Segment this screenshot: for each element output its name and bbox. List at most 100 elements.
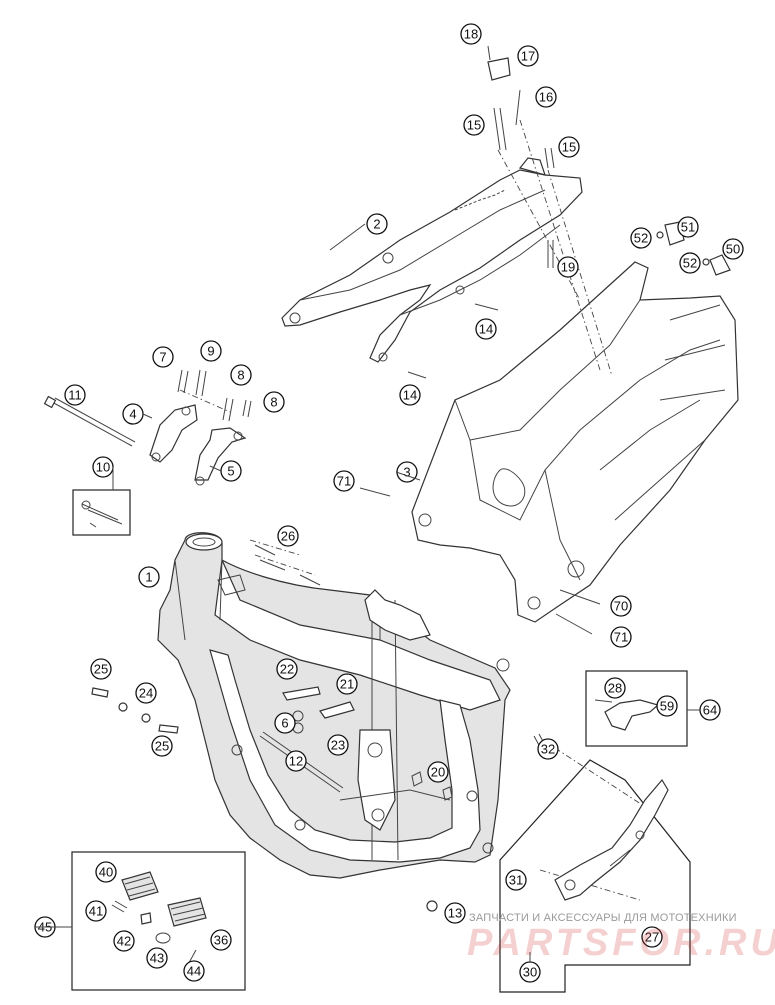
- callout-14-upper: 14: [475, 318, 497, 340]
- callout-number: 10: [96, 460, 110, 475]
- callout-22: 22: [276, 658, 298, 680]
- callout-19: 19: [557, 256, 579, 278]
- callout-number: 22: [280, 662, 294, 677]
- callout-14-lower: 14: [399, 384, 421, 406]
- callout-number: 21: [340, 677, 354, 692]
- group-box-64: [585, 670, 688, 747]
- callout-number: 59: [660, 699, 674, 714]
- callout-3: 3: [396, 461, 418, 483]
- callout-18: 18: [460, 23, 482, 45]
- callout-number: 44: [187, 964, 201, 979]
- callout-number: 26: [281, 529, 295, 544]
- callout-number: 4: [129, 407, 136, 422]
- linkage-levers-drawing: [149, 404, 247, 486]
- callout-8-top: 8: [230, 364, 252, 386]
- callout-number: 28: [608, 681, 622, 696]
- callout-number: 43: [150, 951, 164, 966]
- hardware-drawing: [43, 45, 731, 912]
- callout-number: 70: [614, 599, 628, 614]
- callout-number: 6: [281, 716, 288, 731]
- callout-12: 12: [285, 750, 307, 772]
- callout-25-lower: 25: [151, 735, 173, 757]
- callout-28: 28: [604, 677, 626, 699]
- callout-number: 36: [214, 933, 228, 948]
- callout-number: 40: [99, 865, 113, 880]
- callout-9: 9: [200, 340, 222, 362]
- leader-lines: [35, 223, 700, 962]
- watermark-caption: ЗАПЧАСТИ И АКСЕССУАРЫ ДЛЯ МОТОТЕХНИКИ: [469, 912, 737, 924]
- watermark-logo: PARTSFOR.RU: [467, 922, 775, 964]
- callout-17: 17: [517, 45, 539, 67]
- group-box-10: [72, 489, 131, 536]
- callout-number: 9: [207, 344, 214, 359]
- callout-11: 11: [64, 384, 86, 406]
- callout-51: 51: [677, 216, 699, 238]
- callout-number: 30: [523, 965, 537, 980]
- callout-41: 41: [85, 900, 107, 922]
- callout-number: 31: [509, 873, 523, 888]
- callout-25-upper: 25: [90, 658, 112, 680]
- callout-64: 64: [699, 699, 721, 721]
- callout-20: 20: [427, 761, 449, 783]
- callout-number: 32: [541, 742, 555, 757]
- callout-13: 13: [444, 902, 466, 924]
- callout-number: 64: [703, 703, 717, 718]
- callout-36: 36: [210, 929, 232, 951]
- callout-number: 50: [726, 242, 740, 257]
- callout-44: 44: [183, 960, 205, 982]
- callout-number: 52: [634, 231, 648, 246]
- callout-24: 24: [135, 682, 157, 704]
- callout-number: 1: [145, 570, 152, 585]
- callout-number: 16: [539, 90, 553, 105]
- callout-40: 40: [95, 861, 117, 883]
- callout-number: 23: [331, 738, 345, 753]
- callout-4: 4: [122, 403, 144, 425]
- callout-5: 5: [220, 460, 242, 482]
- callout-number: 71: [337, 474, 351, 489]
- callout-number: 17: [521, 49, 535, 64]
- callout-number: 24: [139, 686, 153, 701]
- callout-number: 51: [681, 220, 695, 235]
- callout-16: 16: [535, 86, 557, 108]
- callout-number: 8: [237, 368, 244, 383]
- callout-15-right: 15: [558, 136, 580, 158]
- callout-31: 31: [505, 869, 527, 891]
- callout-32: 32: [537, 738, 559, 760]
- callout-30: 30: [519, 961, 541, 983]
- callout-number: 20: [431, 765, 445, 780]
- callout-21: 21: [336, 673, 358, 695]
- callout-number: 3: [403, 465, 410, 480]
- callout-number: 19: [561, 260, 575, 275]
- callout-number: 25: [155, 739, 169, 754]
- callout-15-left: 15: [463, 114, 485, 136]
- callout-70: 70: [610, 595, 632, 617]
- callout-50: 50: [722, 238, 744, 260]
- callout-27: 27: [641, 926, 663, 948]
- callout-52-upper: 52: [630, 227, 652, 249]
- callout-number: 5: [227, 464, 234, 479]
- callout-number: 42: [117, 934, 131, 949]
- callout-number: 71: [614, 630, 628, 645]
- callout-number: 14: [403, 388, 417, 403]
- callout-42: 42: [113, 930, 135, 952]
- callout-52-lower: 52: [679, 252, 701, 274]
- callout-number: 18: [464, 27, 478, 42]
- callout-2: 2: [366, 213, 388, 235]
- callout-71-left: 71: [333, 470, 355, 492]
- callout-number: 25: [94, 662, 108, 677]
- callout-6: 6: [274, 712, 296, 734]
- subframe-rail-drawing: [281, 157, 583, 363]
- callout-23: 23: [327, 734, 349, 756]
- callout-number: 12: [289, 754, 303, 769]
- callout-59: 59: [656, 695, 678, 717]
- callout-7: 7: [152, 346, 174, 368]
- callout-8-bottom: 8: [263, 391, 285, 413]
- group-box-45: [71, 851, 246, 991]
- callout-43: 43: [146, 947, 168, 969]
- callout-number: 13: [448, 906, 462, 921]
- callout-number: 2: [373, 217, 380, 232]
- callout-1: 1: [138, 566, 160, 588]
- callout-number: 8: [270, 395, 277, 410]
- callout-number: 41: [89, 904, 103, 919]
